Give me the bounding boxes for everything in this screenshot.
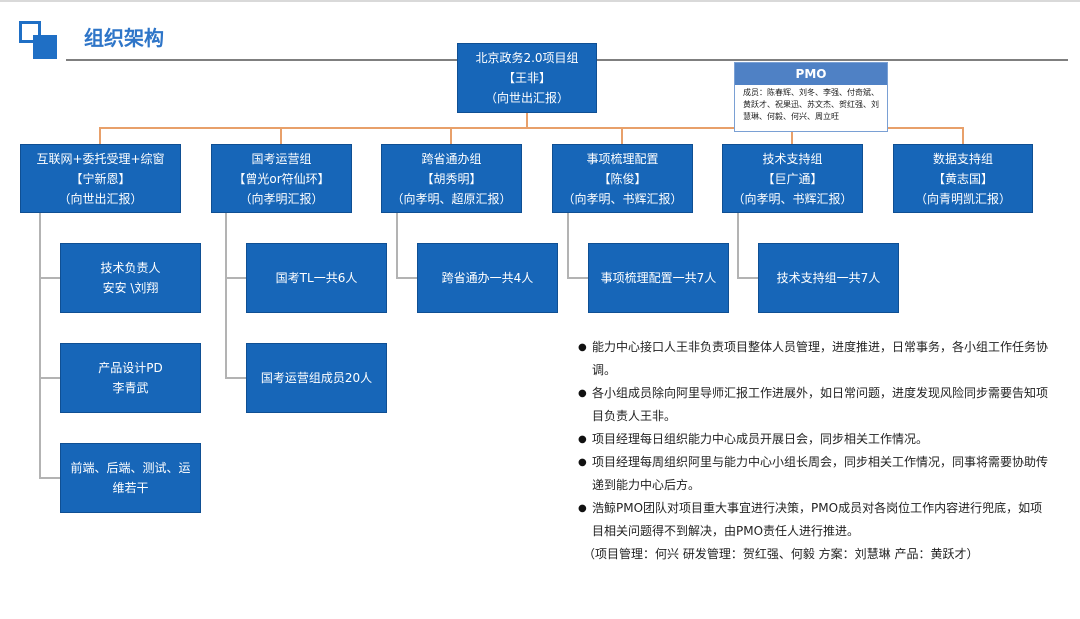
group-name: 事项梳理配置 [586,151,659,166]
group-name: 互联网+委托受理+综窗 [36,151,165,166]
sub-node-people: 安安 \刘翔 [102,281,159,295]
note-item: 浩鲸PMO团队对项目重大事宜进行决策，PMO成员对各岗位工作内容进行兜底，如项目… [578,497,1048,543]
group4-branch-1 [567,277,588,279]
group-bus-line [100,127,963,129]
sub-node-engineering: 前端、后端、测试、运维若干 [60,443,201,513]
sub-node-jishu: 技术支持组一共7人 [758,243,899,313]
root-node: 北京政务2.0项目组 【王非】 （向世出汇报） [457,43,597,113]
group1-branch-2 [39,377,60,379]
top-frame-line [0,0,1080,2]
sub-node-people: 李青武 [112,381,149,395]
group5-tree-line [737,213,739,279]
group1-branch-1 [39,277,60,279]
pmo-title: PMO [735,63,887,85]
group-drop-6 [962,127,964,144]
group-node-shixiang: 事项梳理配置 【陈俊】 （向孝明、书辉汇报） [552,144,693,213]
note-item: 各小组成员除向阿里导师汇报工作进展外，如日常问题，进度发现风险同步需要告知项目负… [578,382,1048,428]
group-lead: 【陈俊】 [598,171,647,186]
sub-node-product-design: 产品设计PD 李青武 [60,343,201,413]
group-report: （向青明凯汇报） [914,191,1011,206]
group-drop-1 [99,127,101,144]
root-node-lead: 【王非】 [502,71,551,85]
group-node-jishu: 技术支持组 【巨广通】 （向孝明、书辉汇报） [722,144,863,213]
sub-node-role: 技术支持组一共7人 [776,271,881,285]
note-item: 能力中心接口人王非负责项目整体人员管理，进度推进，日常事务，各小组工作任务协调。 [578,336,1048,382]
root-connector [526,113,528,128]
pmo-box: PMO 成员：陈春辉、刘冬、李强、付奇斌、黄跃才、祝果迅、苏文杰、贺红强、刘慧琳… [734,62,888,132]
group1-branch-3 [39,477,60,479]
group-name: 国考运营组 [251,151,312,166]
sub-node-role: 技术负责人 [100,261,161,275]
group-lead: 【胡秀明】 [421,171,482,186]
sub-node-role: 产品设计PD [98,361,163,375]
group-node-shuju: 数据支持组 【黄志国】 （向青明凯汇报） [893,144,1033,213]
group2-branch-2 [225,377,246,379]
group-lead: 【巨广通】 [762,171,823,186]
group-report: （向世出汇报） [58,191,143,206]
sub-node-role: 事项梳理配置一共7人 [600,271,717,285]
sub-node-guokao-tl: 国考TL一共6人 [246,243,387,313]
sub-node-role: 前端、后端、测试、运维若干 [70,461,191,495]
group1-tree-line [39,213,41,479]
group3-tree-line [396,213,398,279]
root-node-report: （向世出汇报） [484,91,569,105]
pmo-members: 成员：陈春辉、刘冬、李强、付奇斌、黄跃才、祝果迅、苏文杰、贺红强、刘慧琳、何毅、… [743,88,879,121]
group4-tree-line [567,213,569,279]
group-name: 技术支持组 [762,151,823,166]
page-title: 组织架构 [84,26,164,50]
sub-node-role: 跨省通办一共4人 [441,271,534,285]
group-report: （向孝明、超原汇报） [391,191,512,206]
group-lead: 【黄志国】 [932,171,993,186]
title-logo-square [33,35,57,59]
group-lead: 【宁新恩】 [70,171,131,186]
group-report: （向孝明、书辉汇报） [732,191,853,206]
sub-node-role: 国考TL一共6人 [275,271,358,285]
group-report: （向孝明、书辉汇报） [562,191,683,206]
group-lead: 【曾光or符仙环】 [233,171,330,186]
group-drop-3 [450,127,452,144]
group-node-kuasheng: 跨省通办组 【胡秀明】 （向孝明、超原汇报） [381,144,522,213]
notes-footer: （项目管理：何兴 研发管理：贺红强、何毅 方案：刘慧琳 产品：黄跃才） [583,547,979,561]
group-node-guokao: 国考运营组 【曾光or符仙环】 （向孝明汇报） [211,144,352,213]
group-drop-5 [791,127,793,144]
sub-node-kuasheng: 跨省通办一共4人 [417,243,558,313]
sub-node-role: 国考运营组成员20人 [260,371,373,385]
notes-list: 能力中心接口人王非负责项目整体人员管理，进度推进，日常事务，各小组工作任务协调。… [578,336,1048,543]
group-name: 跨省通办组 [421,151,482,166]
group5-branch-1 [737,277,758,279]
group2-tree-line [225,213,227,379]
root-node-name: 北京政务2.0项目组 [475,51,579,65]
group-drop-2 [280,127,282,144]
sub-node-shixiang: 事项梳理配置一共7人 [588,243,729,313]
group3-branch-1 [396,277,417,279]
group-name: 数据支持组 [932,151,993,166]
note-item: 项目经理每周组织阿里与能力中心小组长周会，同步相关工作情况，同事将需要协助传递到… [578,451,1048,497]
sub-node-tech-lead: 技术负责人 安安 \刘翔 [60,243,201,313]
group-report: （向孝明汇报） [239,191,324,206]
group-drop-4 [621,127,623,144]
sub-node-guokao-members: 国考运营组成员20人 [246,343,387,413]
note-item: 项目经理每日组织能力中心成员开展日会，同步相关工作情况。 [578,428,1048,451]
group-node-internet: 互联网+委托受理+综窗 【宁新恩】 （向世出汇报） [20,144,181,213]
group2-branch-1 [225,277,246,279]
